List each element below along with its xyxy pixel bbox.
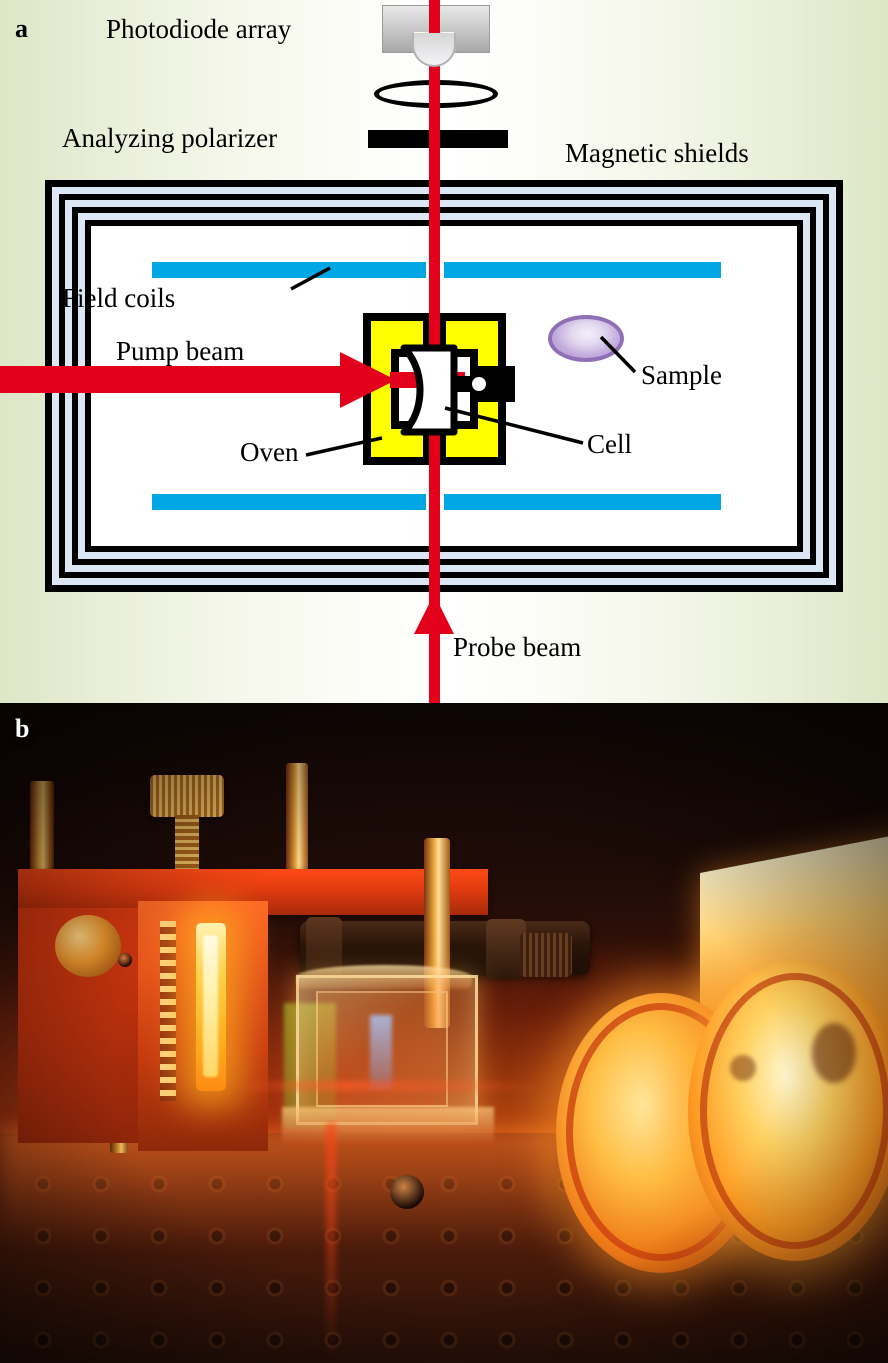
panel-a-label: a bbox=[15, 14, 28, 43]
caption-pump-beam: Pump beam bbox=[116, 336, 245, 366]
photodiode-notch bbox=[412, 33, 456, 67]
caption-sample: Sample bbox=[641, 360, 722, 390]
field-coil-top-right bbox=[444, 262, 721, 278]
pump-beam-arrowhead bbox=[340, 352, 396, 408]
pump-beam-line bbox=[0, 366, 370, 393]
cell-stem-valve bbox=[455, 366, 515, 402]
caption-oven: Oven bbox=[240, 437, 299, 467]
caption-cell: Cell bbox=[587, 429, 632, 459]
caption-probe-beam: Probe beam bbox=[453, 632, 582, 662]
panel-a-schematic: a bbox=[0, 0, 888, 703]
caption-magnetic-shields: Magnetic shields bbox=[565, 138, 749, 168]
panel-b-label: b bbox=[15, 714, 30, 743]
sample-ellipsoid bbox=[548, 315, 624, 362]
caption-field-coils: Field coils bbox=[62, 283, 176, 313]
field-coil-top-left bbox=[152, 262, 426, 278]
caption-analyzing-polarizer: Analyzing polarizer bbox=[62, 123, 278, 153]
leader-lines bbox=[290, 266, 637, 457]
vapor-cell bbox=[398, 344, 460, 436]
field-coil-bottom-left bbox=[152, 494, 426, 510]
probe-beam-arrowhead bbox=[414, 594, 454, 634]
field-coil-bottom-right bbox=[444, 494, 721, 510]
photo-vignette bbox=[0, 703, 888, 1363]
panel-b-photograph bbox=[0, 703, 888, 1363]
caption-photodiode-array: Photodiode array bbox=[106, 14, 292, 44]
